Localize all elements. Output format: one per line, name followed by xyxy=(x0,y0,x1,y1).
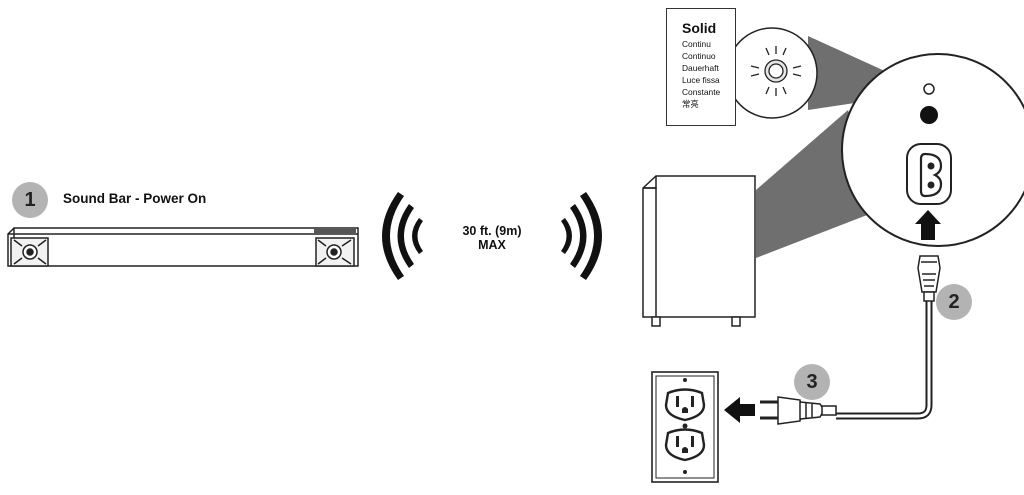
step-2-badge: 2 xyxy=(936,284,972,320)
led-indicator-icon xyxy=(923,83,935,95)
arrow-left-icon xyxy=(724,397,755,423)
led-solid-glow-icon xyxy=(750,46,802,96)
wireless-wave-left-icon xyxy=(382,192,423,280)
outlet-receptacle-top-icon xyxy=(664,388,706,422)
range-label: 30 ft. (9m) MAX xyxy=(440,224,544,252)
soundbar-right-driver-icon xyxy=(317,239,352,265)
legend-title: Solid xyxy=(682,20,717,36)
wall-plug-icon xyxy=(760,396,837,425)
legend-translation: Dauerhaft xyxy=(682,63,719,73)
arrow-up-icon xyxy=(915,210,941,240)
wireless-wave-right-icon xyxy=(561,192,602,280)
range-max: MAX xyxy=(478,238,506,252)
step-3-badge: 3 xyxy=(794,364,830,400)
legend-translation: Constante xyxy=(682,87,721,97)
step-1-badge: 1 xyxy=(12,182,48,218)
wall-outlet xyxy=(651,371,719,483)
soundbar xyxy=(7,227,359,267)
legend-translation: Luce fissa xyxy=(682,75,720,85)
legend-translation: Continu xyxy=(682,39,711,49)
outlet-receptacle-bottom-icon xyxy=(664,428,706,462)
subwoofer xyxy=(642,175,756,327)
iec-plug-icon xyxy=(917,255,941,302)
rear-panel-detail xyxy=(841,53,1024,247)
soundbar-left-driver-icon xyxy=(13,239,47,265)
power-cord xyxy=(836,255,941,420)
connect-button-icon xyxy=(920,106,938,124)
range-distance: 30 ft. (9m) xyxy=(462,224,522,238)
led-status-legend: Solid Continu Continuo Dauerhaft Luce fi… xyxy=(666,8,736,126)
legend-translation: 常亮 xyxy=(682,99,699,109)
legend-translation: Continuo xyxy=(682,51,716,61)
step-1-label: Sound Bar - Power On xyxy=(63,191,207,206)
power-inlet-icon xyxy=(906,143,952,205)
led-zoom-detail xyxy=(726,27,818,119)
